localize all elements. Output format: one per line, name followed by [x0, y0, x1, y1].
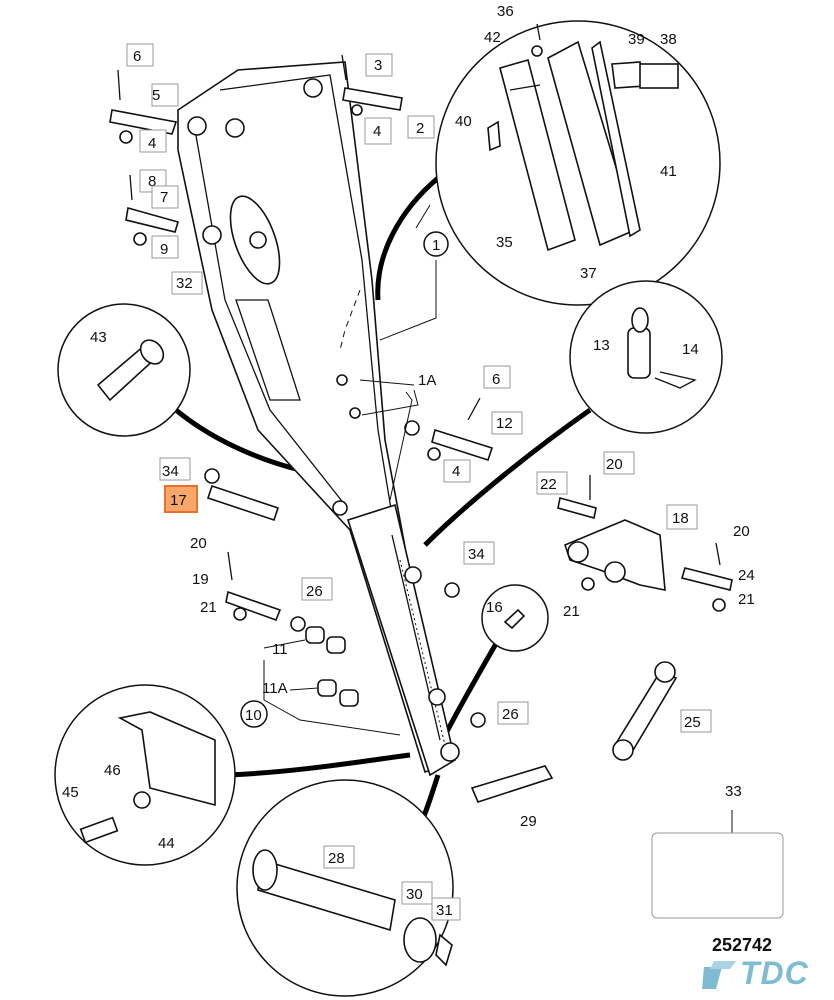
- callout-40: 40: [455, 113, 472, 130]
- detail-circle-16: [481, 584, 549, 652]
- callout-21a: 21: [200, 599, 217, 616]
- callout-35: 35: [496, 234, 513, 251]
- callout-24: 24: [738, 567, 755, 584]
- callout-1: 1: [432, 237, 440, 254]
- callout-box-6a: [126, 43, 154, 67]
- callout-11: 11: [272, 641, 288, 658]
- callout-6a: 6: [133, 48, 141, 65]
- callout-9: 9: [160, 241, 168, 258]
- callout-4b: 4: [373, 123, 381, 140]
- callout-21c: 21: [738, 591, 755, 608]
- detail-circle-43: [57, 303, 191, 437]
- callout-20a: 20: [190, 535, 207, 552]
- detail-circle-13-14: [569, 280, 723, 434]
- boom-assembly: [177, 61, 460, 777]
- callout-26a: 26: [306, 583, 323, 600]
- callout-14: 14: [682, 341, 699, 358]
- callout-31: 31: [436, 902, 453, 919]
- callout-labels: 6 5 4 8 7 9 32 3 4 2 36 42 39 38 40 41 3…: [62, 3, 755, 921]
- callout-32: 32: [176, 275, 193, 292]
- loose-parts: [109, 54, 733, 803]
- callout-45: 45: [62, 784, 79, 801]
- callout-25: 25: [684, 714, 701, 731]
- callout-2: 2: [416, 120, 424, 137]
- callout-20c: 20: [733, 523, 750, 540]
- callout-20b: 20: [606, 456, 623, 473]
- callout-41: 41: [660, 163, 677, 180]
- callout-4a: 4: [148, 135, 156, 152]
- callout-34b: 34: [468, 546, 485, 563]
- callout-42: 42: [484, 29, 501, 46]
- detail-circle-28-31: [236, 779, 454, 997]
- detail-circle-wear-pads: [435, 20, 721, 306]
- callout-3: 3: [374, 57, 382, 74]
- callout-ring-10: [240, 700, 268, 728]
- callout-30: 30: [406, 886, 423, 903]
- detail-connectors: [168, 176, 592, 827]
- callout-8: 8: [148, 173, 156, 190]
- callout-19: 19: [192, 571, 209, 588]
- callout-6b: 6: [492, 371, 500, 388]
- callout-17: 17: [170, 492, 187, 509]
- callout-1A: 1A: [418, 372, 436, 389]
- part-33-placeholder: [651, 832, 784, 919]
- callout-13: 13: [593, 337, 610, 354]
- detail-circle-44-46: [54, 684, 236, 866]
- callout-43: 43: [90, 329, 107, 346]
- callout-28: 28: [328, 850, 345, 867]
- callout-4c: 4: [452, 463, 460, 480]
- callout-44: 44: [158, 835, 175, 852]
- callout-26b: 26: [502, 706, 519, 723]
- callout-21b: 21: [563, 603, 580, 620]
- leader-lines: [263, 204, 733, 835]
- callout-12: 12: [496, 415, 513, 432]
- brand-name: TDC: [740, 955, 809, 991]
- tdc-logo-icon: [702, 961, 736, 989]
- callout-38: 38: [660, 31, 677, 48]
- callout-22: 22: [540, 476, 557, 493]
- callout-33: 33: [725, 783, 742, 800]
- callout-36: 36: [497, 3, 514, 20]
- callout-34a: 34: [162, 463, 179, 480]
- callout-11A: 11A: [262, 680, 288, 697]
- callout-10: 10: [245, 707, 262, 724]
- callout-18: 18: [672, 510, 689, 527]
- drawing-number: 252742: [712, 935, 773, 955]
- callout-16: 16: [486, 599, 503, 616]
- callout-7: 7: [160, 189, 168, 206]
- callout-ring-1: [423, 231, 449, 257]
- callout-29: 29: [520, 813, 537, 830]
- callout-37: 37: [580, 265, 597, 282]
- callout-5: 5: [152, 87, 160, 104]
- callout-39: 39: [628, 31, 645, 48]
- callout-46: 46: [104, 762, 121, 779]
- callout-17-highlight: [164, 485, 198, 513]
